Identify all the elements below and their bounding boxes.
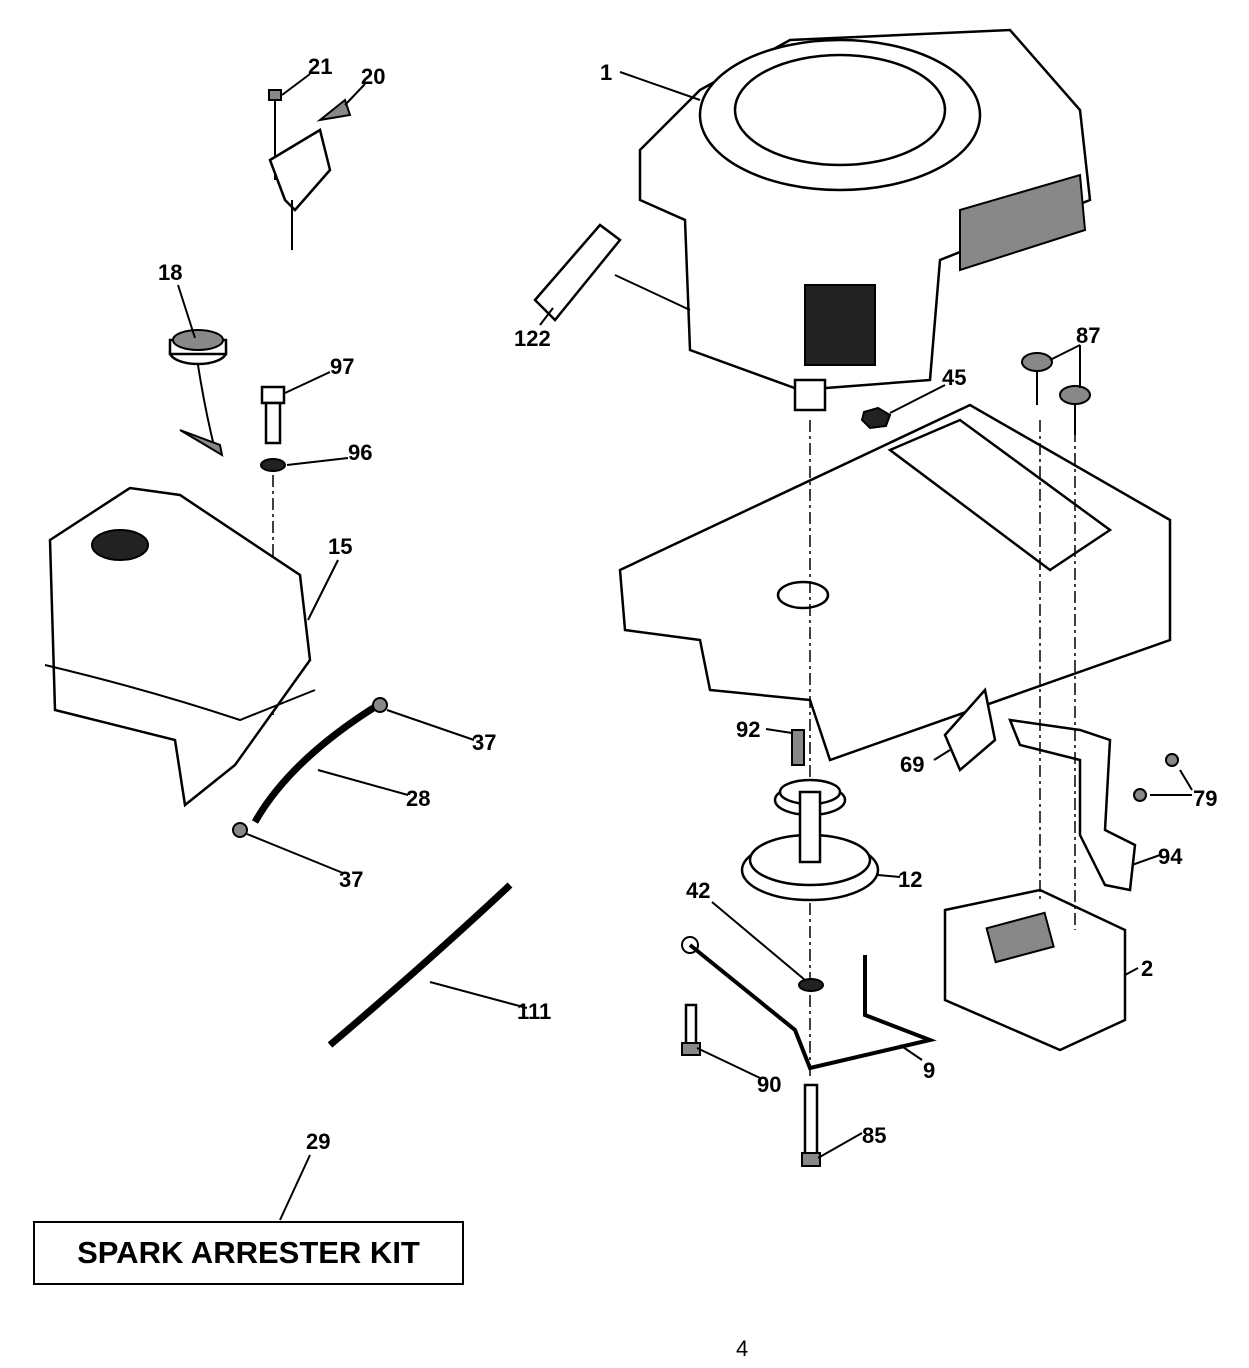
callout-28: 28 xyxy=(406,786,430,811)
callout-21: 21 xyxy=(308,54,332,79)
callout-45: 45 xyxy=(942,365,966,390)
exhaust-pipe-94 xyxy=(1008,718,1137,892)
gasket-69 xyxy=(943,687,997,773)
callout-9: 9 xyxy=(923,1058,935,1083)
callout-111: 111 xyxy=(517,999,551,1024)
callout-42: 42 xyxy=(686,878,710,903)
rod-9 xyxy=(688,943,937,1071)
callout-20: 20 xyxy=(361,64,385,89)
callout-87: 87 xyxy=(1076,323,1100,348)
callout-96: 96 xyxy=(348,440,372,465)
bolts-87 xyxy=(860,352,1091,435)
bolt-97 xyxy=(260,385,286,405)
callout-12: 12 xyxy=(898,867,922,892)
engine xyxy=(638,28,1092,412)
callout-97: 97 xyxy=(330,354,354,379)
part-122 xyxy=(533,223,622,322)
fuel-line-28 xyxy=(251,702,380,824)
callout-122: 122 xyxy=(514,326,551,351)
fuel-tank xyxy=(44,486,316,808)
muffler-2 xyxy=(943,420,1127,1052)
spark-arrester-kit-label: SPARK ARRESTER KIT xyxy=(33,1221,464,1285)
washer-96 xyxy=(260,458,286,472)
callout-1: 1 xyxy=(600,60,612,85)
page-number: 4 xyxy=(736,1336,749,1361)
callout-29: 29 xyxy=(306,1129,330,1154)
callout-92: 92 xyxy=(736,717,760,742)
callout-85: 85 xyxy=(862,1123,886,1148)
fuel-cap xyxy=(168,329,228,458)
hose-111 xyxy=(327,882,513,1048)
callout-37-upper: 37 xyxy=(472,730,496,755)
callout-90: 90 xyxy=(757,1072,781,1097)
callout-79: 79 xyxy=(1193,786,1217,811)
throttle-control xyxy=(268,89,352,250)
callout-37-lower: 37 xyxy=(339,867,363,892)
callout-15: 15 xyxy=(328,534,352,559)
callout-94: 94 xyxy=(1158,844,1183,869)
callout-69: 69 xyxy=(900,752,924,777)
callout-labels: 1 21 20 18 97 96 15 122 87 45 92 69 79 9… xyxy=(158,54,1217,1154)
engine-mount-plate xyxy=(618,403,1172,762)
callout-18: 18 xyxy=(158,260,182,285)
pulley-12 xyxy=(740,420,880,1080)
callout-2: 2 xyxy=(1141,956,1153,981)
leader-lines xyxy=(177,71,1193,1221)
